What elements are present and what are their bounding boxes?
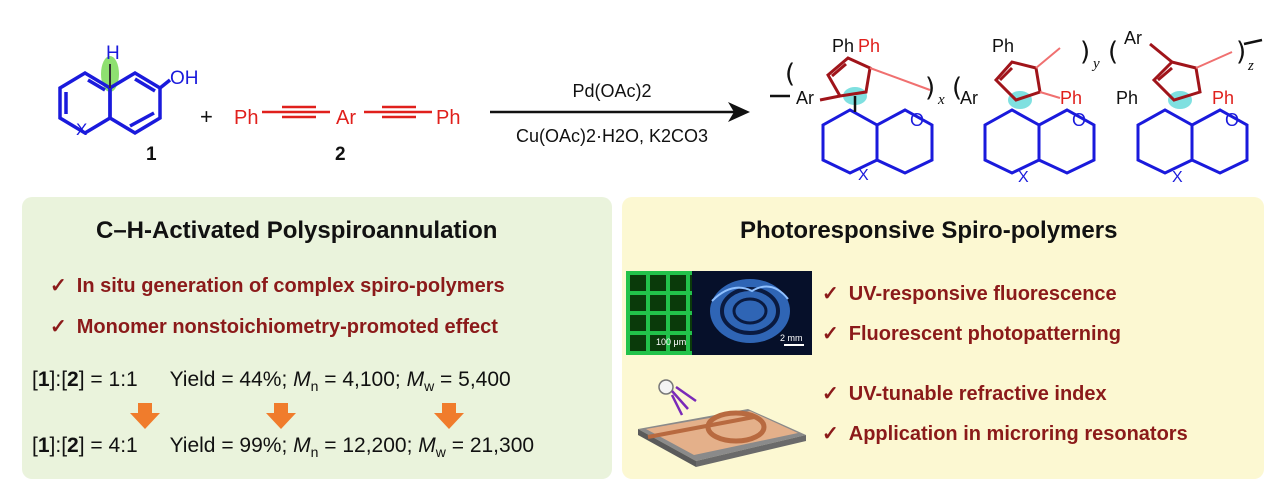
microring-device-image bbox=[638, 379, 806, 467]
compound-1-number: 1 bbox=[146, 144, 157, 165]
left-bullet-2: ✓ Monomer nonstoichiometry-promoted effec… bbox=[50, 314, 498, 339]
repeat-unit-y: ( bbox=[952, 47, 1096, 175]
product-x-2: X bbox=[1018, 169, 1029, 186]
left-bullet-1-text: In situ generation of complex spiro-poly… bbox=[76, 275, 505, 297]
svg-text:(: ( bbox=[1108, 37, 1118, 67]
right-bullet-2: ✓ Fluorescent photopatterning bbox=[822, 321, 1121, 346]
down-arrow-icon bbox=[434, 403, 464, 429]
triple-bond-right bbox=[364, 105, 432, 119]
svg-text:(: ( bbox=[952, 73, 962, 103]
right-bullet-1-text: UV-responsive fluorescence bbox=[848, 283, 1117, 305]
rose-fluorescence-image: 2 mm bbox=[692, 271, 812, 355]
rose-scale-label: 2 mm bbox=[780, 333, 803, 343]
reagent-bottom: Cu(OAc)2·H2O, K2CO3 bbox=[516, 126, 708, 146]
yield-2: 99% bbox=[239, 434, 282, 457]
reaction-scheme: H OH X 1 + Ph Ar Ph 2 Pd(OAc)2 Cu(OAc)2·… bbox=[58, 28, 1263, 186]
product-o-3: O bbox=[1225, 110, 1239, 130]
grid-pattern-image: 100 μm bbox=[626, 271, 692, 355]
product-ph-1: Ph bbox=[832, 36, 854, 56]
product-ph-3: Ph bbox=[992, 36, 1014, 56]
polyspiroannulation-panel: C–H-Activated Polyspiroannulation ✓ In si… bbox=[22, 197, 612, 479]
right-bullet-1: ✓ UV-responsive fluorescence bbox=[822, 281, 1117, 306]
check-icon: ✓ bbox=[822, 283, 839, 305]
hydrogen-label: H bbox=[106, 43, 120, 64]
reagent-top: Pd(OAc)2 bbox=[572, 81, 651, 101]
right-bullet-4: ✓ Application in microring resonators bbox=[822, 421, 1188, 446]
product-x-3: X bbox=[1172, 169, 1183, 186]
product-x-1: X bbox=[858, 167, 869, 184]
yield-1: 44% bbox=[239, 368, 282, 391]
left-panel-title: C–H-Activated Polyspiroannulation bbox=[96, 217, 498, 244]
uv-lamp-icon bbox=[658, 379, 674, 395]
left-bullet-1: ✓ In situ generation of complex spiro-pol… bbox=[50, 273, 505, 298]
check-icon: ✓ bbox=[822, 323, 839, 345]
mw-1: 5,400 bbox=[458, 368, 511, 391]
check-icon: ✓ bbox=[822, 383, 839, 405]
right-bullet-3-text: UV-tunable refractive index bbox=[848, 383, 1107, 405]
mw-2: 21,300 bbox=[469, 434, 535, 457]
reactant-2-ph-right: Ph bbox=[436, 107, 460, 129]
subscript-y: y bbox=[1091, 56, 1100, 72]
repeat-unit-x bbox=[819, 56, 934, 175]
grid-scale-label: 100 μm bbox=[656, 337, 686, 347]
right-bullet-4-text: Application in microring resonators bbox=[848, 423, 1188, 445]
product-ph-5: Ph bbox=[1116, 88, 1138, 108]
down-arrow-icon bbox=[130, 403, 160, 429]
repeat-unit-z: ( bbox=[1108, 37, 1249, 175]
svg-text:): ) bbox=[1236, 37, 1246, 67]
plus-sign: + bbox=[200, 104, 213, 129]
mn-2: 12,200 bbox=[342, 434, 407, 457]
product-ph-6: Ph bbox=[1212, 88, 1234, 108]
subscript-z: z bbox=[1247, 58, 1254, 74]
result-row-1: [1]:[2] = 1:1 Yield = 44%; Mn = 4,100; M… bbox=[32, 368, 511, 395]
mn-1: 4,100 bbox=[342, 368, 395, 391]
product-o-1: O bbox=[910, 110, 924, 130]
product-ph-4: Ph bbox=[1060, 88, 1082, 108]
svg-text:): ) bbox=[1080, 37, 1090, 67]
reactant-2-ph-left: Ph bbox=[234, 107, 258, 129]
subscript-x: x bbox=[937, 92, 945, 108]
right-bullet-2-text: Fluorescent photopatterning bbox=[848, 323, 1121, 345]
product-structure: ( Ph Ph Ar O X ) x ( Ph bbox=[770, 28, 1263, 186]
svg-text:(: ( bbox=[785, 59, 795, 89]
x-label: X bbox=[76, 120, 87, 139]
result-row-2: [1]:[2] = 4:1 Yield = 99%; Mn = 12,200; … bbox=[32, 434, 535, 461]
reactant-2-ar: Ar bbox=[336, 107, 356, 129]
reactant-1-structure bbox=[58, 56, 172, 136]
product-o-2: O bbox=[1072, 110, 1086, 130]
check-icon: ✓ bbox=[822, 423, 839, 445]
right-ring bbox=[108, 70, 162, 136]
check-icon: ✓ bbox=[50, 275, 67, 297]
product-ar-1: Ar bbox=[796, 88, 814, 108]
right-panel-title: Photoresponsive Spiro-polymers bbox=[740, 217, 1118, 244]
photoresponsive-panel: Photoresponsive Spiro-polymers 100 μm 2 … bbox=[622, 197, 1264, 479]
right-bullet-3: ✓ UV-tunable refractive index bbox=[822, 381, 1107, 406]
ratio-2: 4:1 bbox=[108, 434, 138, 457]
compound-2-number: 2 bbox=[335, 144, 346, 165]
triple-bond-left bbox=[262, 105, 330, 119]
left-bullet-2-text: Monomer nonstoichiometry-promoted effect bbox=[76, 316, 498, 338]
reaction-arrowhead bbox=[728, 102, 750, 122]
svg-text:): ) bbox=[925, 73, 935, 103]
product-ph-2: Ph bbox=[858, 36, 880, 56]
oh-label: OH bbox=[170, 68, 199, 89]
product-ar-3: Ar bbox=[1124, 28, 1142, 48]
ratio-1: 1:1 bbox=[108, 368, 138, 391]
down-arrow-icon bbox=[266, 403, 296, 429]
product-ar-2: Ar bbox=[960, 88, 978, 108]
check-icon: ✓ bbox=[50, 316, 67, 338]
